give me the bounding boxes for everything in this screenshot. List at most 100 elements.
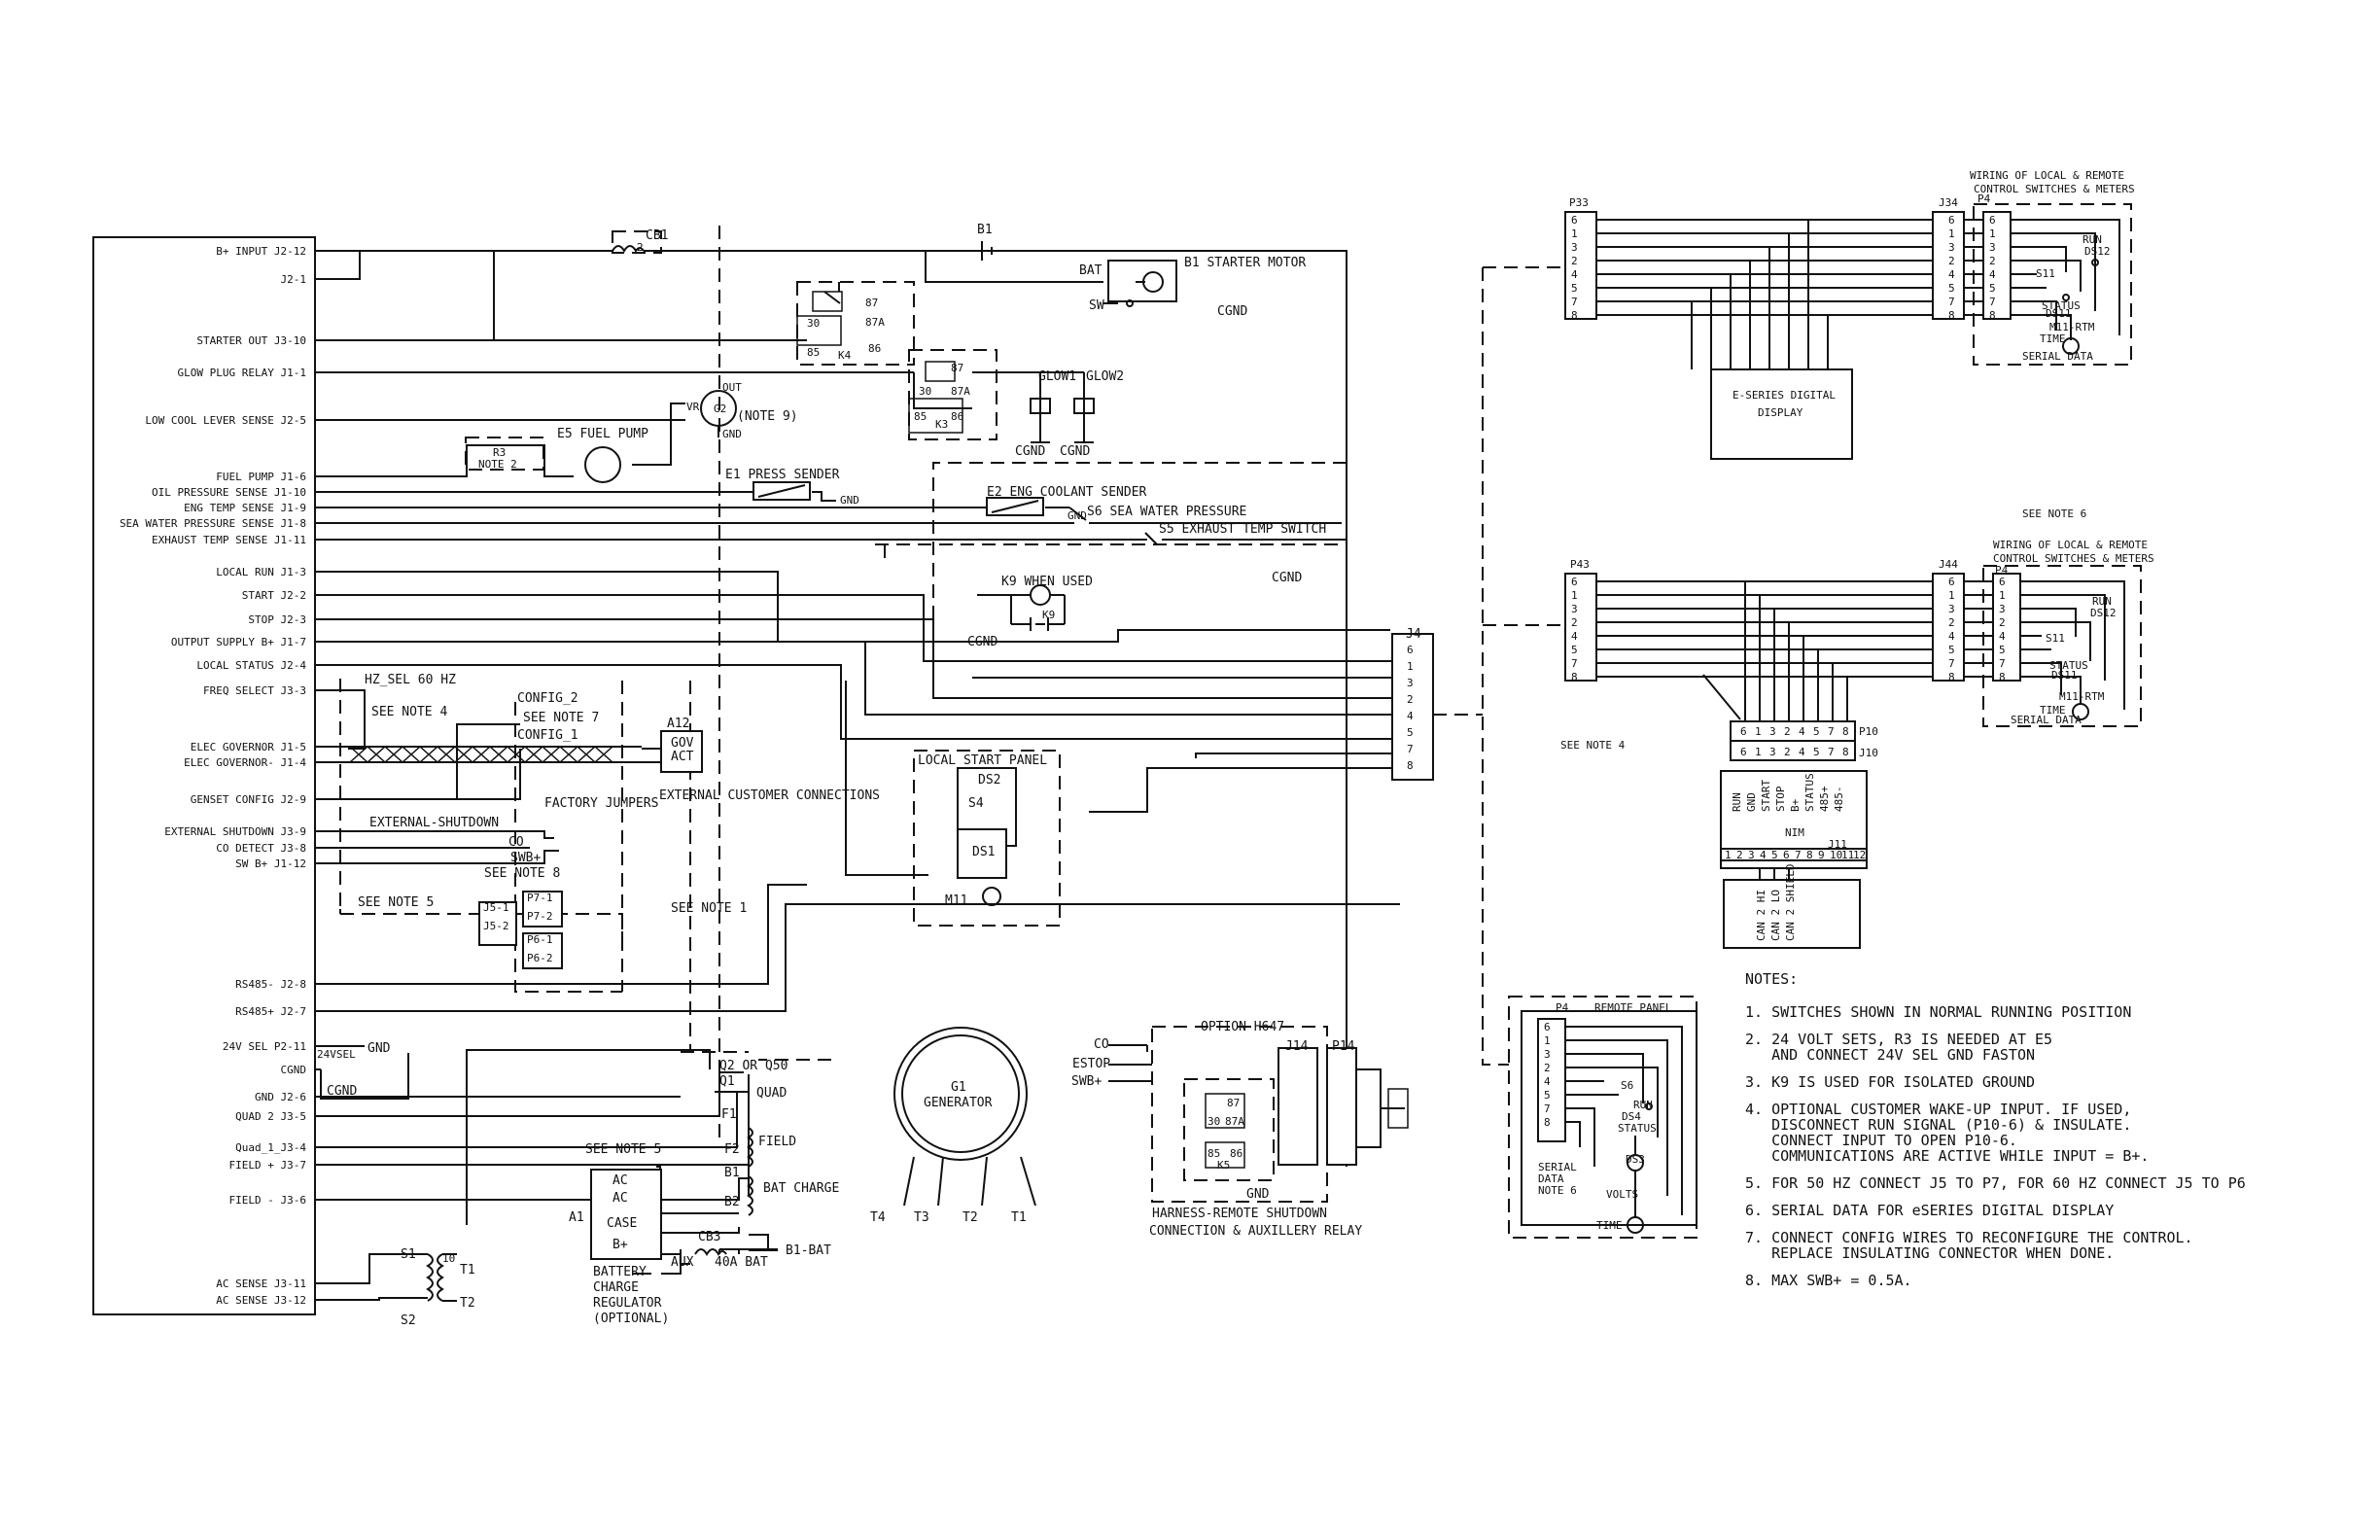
harness-caption-1: HARNESS-REMOTE SHUTDOWN bbox=[1152, 1207, 1327, 1221]
p4-mid-pin: 7 bbox=[1999, 657, 2006, 670]
p4-mid-label: P4 bbox=[1995, 564, 2009, 577]
k4-30-label: 30 bbox=[807, 317, 820, 330]
nim-pin-name: STATUS bbox=[1803, 773, 1816, 812]
wiring-mid-1: WIRING OF LOCAL & REMOTE bbox=[1993, 539, 2148, 551]
charger-line2: CHARGE bbox=[593, 1280, 639, 1295]
controller-pin-label: OUTPUT SUPPLY B+ J1-7 bbox=[171, 636, 306, 648]
p10-pin: 7 bbox=[1828, 725, 1835, 738]
remote-run-label: RUN bbox=[1633, 1099, 1653, 1111]
option-h647-label: OPTION H647 bbox=[1201, 1020, 1284, 1034]
controller-pin-label: AC SENSE J3-11 bbox=[216, 1278, 306, 1290]
t1-label: T1 bbox=[460, 1263, 475, 1278]
g1-label: G1 bbox=[951, 1080, 966, 1095]
j44-pin: 7 bbox=[1948, 657, 1955, 670]
note-line: REPLACE INSULATING CONNECTOR WHEN DONE. bbox=[1745, 1244, 2114, 1262]
m11rtm-mid: M11-RTM bbox=[2059, 690, 2105, 703]
controller-pin-label: FIELD + J3-7 bbox=[229, 1159, 306, 1172]
remote-pin: 3 bbox=[1544, 1048, 1551, 1061]
remote-pin: 7 bbox=[1544, 1102, 1551, 1115]
controller-pin-label: FIELD - J3-6 bbox=[229, 1194, 306, 1207]
controller-pin-label: RS485- J2-8 bbox=[235, 978, 306, 991]
glow1-cgnd-label: CGND bbox=[1015, 444, 1045, 459]
bat-label: BAT bbox=[1079, 263, 1102, 278]
j4-label: J4 bbox=[1406, 627, 1421, 642]
time-mid: TIME bbox=[2040, 704, 2066, 717]
remote-serial-3: NOTE 6 bbox=[1538, 1184, 1577, 1197]
p10-pin: 5 bbox=[1813, 725, 1820, 738]
controller-pin-label: GLOW PLUG RELAY J1-1 bbox=[178, 367, 306, 379]
j4-pin: 4 bbox=[1407, 710, 1414, 722]
estop-label: ESTOP bbox=[1072, 1057, 1110, 1071]
note-line: 5. FOR 50 HZ CONNECT J5 TO P7, FOR 60 HZ… bbox=[1745, 1174, 2246, 1192]
p33-pin: 4 bbox=[1571, 268, 1578, 281]
s11-top: S11 bbox=[2036, 267, 2055, 280]
j34-pin: 7 bbox=[1948, 296, 1955, 308]
wiring-top-1: WIRING OF LOCAL & REMOTE bbox=[1970, 169, 2124, 182]
p4-mid-pin: 4 bbox=[1999, 630, 2006, 643]
j4-pin: 7 bbox=[1407, 743, 1414, 755]
e1-gnd-label: GND bbox=[840, 494, 859, 507]
component-labels: CB1 2 B1 BAT SW B1 STARTER MOTOR CGND 87… bbox=[317, 223, 1421, 1328]
j34-pin: 3 bbox=[1948, 241, 1955, 254]
p4-mid-pin: 1 bbox=[1999, 589, 2006, 602]
j34-pin: 2 bbox=[1948, 255, 1955, 267]
remote-pin: 4 bbox=[1544, 1075, 1551, 1088]
cb1-pin-label: 2 bbox=[637, 241, 644, 254]
note-line: 7. CONNECT CONFIG WIRES TO RECONFIGURE T… bbox=[1745, 1229, 2193, 1246]
note-line: DISCONNECT RUN SIGNAL (P10-6) & INSULATE… bbox=[1745, 1116, 2131, 1134]
s1-label: S1 bbox=[401, 1247, 416, 1262]
remote-time-label: TIME bbox=[1596, 1219, 1623, 1232]
j10-pin: 6 bbox=[1740, 746, 1747, 758]
ds11-top: DS11 bbox=[2046, 307, 2072, 320]
p4-top-pin: 3 bbox=[1989, 241, 1996, 254]
external-customer-label: EXTERNAL CUSTOMER CONNECTIONS bbox=[659, 788, 880, 803]
nim-bottom-pin: 12 bbox=[1853, 849, 1866, 861]
controller-pin-label: Quad_1_J3-4 bbox=[235, 1141, 306, 1154]
k9-label: K9 bbox=[1042, 609, 1055, 621]
serial-data-top: SERIAL DATA bbox=[2022, 350, 2093, 363]
ds1-label: DS1 bbox=[972, 845, 995, 859]
aux-label: AUX bbox=[671, 1255, 694, 1270]
p43-pin: 7 bbox=[1571, 657, 1578, 670]
see-note-1-label: SEE NOTE 1 bbox=[671, 901, 747, 916]
g2-label: G2 bbox=[714, 402, 726, 415]
a12-label: A12 bbox=[667, 717, 689, 731]
note9-label: (NOTE 9) bbox=[737, 409, 798, 424]
p43-pin: 8 bbox=[1571, 671, 1578, 683]
remote-p4-label: P4 bbox=[1556, 1001, 1569, 1014]
q2-label: Q2 OR Q50 bbox=[719, 1059, 788, 1073]
b1-label: B1 bbox=[977, 223, 993, 237]
j4-pin: 3 bbox=[1407, 677, 1414, 689]
controller-pin-label: AC SENSE J3-12 bbox=[216, 1294, 306, 1307]
remote-serial-1: SERIAL bbox=[1538, 1161, 1577, 1173]
note-line: 6. SERIAL DATA FOR eSERIES DIGITAL DISPL… bbox=[1745, 1202, 2114, 1219]
j10-pin: 7 bbox=[1828, 746, 1835, 758]
k4-87a-label: 87A bbox=[865, 316, 885, 329]
h647-30-label: 30 bbox=[1208, 1115, 1220, 1128]
ds12-top: DS12 bbox=[2084, 245, 2111, 258]
swb-label: SWB+ bbox=[510, 851, 541, 865]
p4-top-pin: 1 bbox=[1989, 228, 1996, 240]
a1-ac1-label: AC bbox=[612, 1173, 628, 1188]
controller-pin-label: EXHAUST TEMP SENSE J1-11 bbox=[152, 534, 306, 546]
notes-lines: 1. SWITCHES SHOWN IN NORMAL RUNNING POSI… bbox=[1745, 1003, 2246, 1289]
nim-bottom-pin: 3 bbox=[1748, 849, 1755, 861]
see-note-5-label: SEE NOTE 5 bbox=[358, 895, 434, 910]
remote-ds3-label: DS3 bbox=[1626, 1153, 1645, 1166]
run-mid: RUN bbox=[2092, 595, 2112, 608]
nim-label: NIM bbox=[1785, 826, 1804, 839]
controller-pin-label: FREQ SELECT J3-3 bbox=[203, 684, 306, 697]
vr-label: VR bbox=[686, 401, 700, 413]
p4-mid-pin: 3 bbox=[1999, 603, 2006, 615]
component-symbols bbox=[349, 230, 1434, 1302]
controller-pin-label: LOCAL STATUS J2-4 bbox=[196, 659, 306, 672]
p10-pin: 1 bbox=[1755, 725, 1762, 738]
display-line2: DISPLAY bbox=[1758, 406, 1803, 419]
e5-label: E5 FUEL PUMP bbox=[557, 427, 648, 441]
remote-panel-label: REMOTE PANEL bbox=[1594, 1001, 1672, 1014]
p43-pin: 1 bbox=[1571, 589, 1578, 602]
